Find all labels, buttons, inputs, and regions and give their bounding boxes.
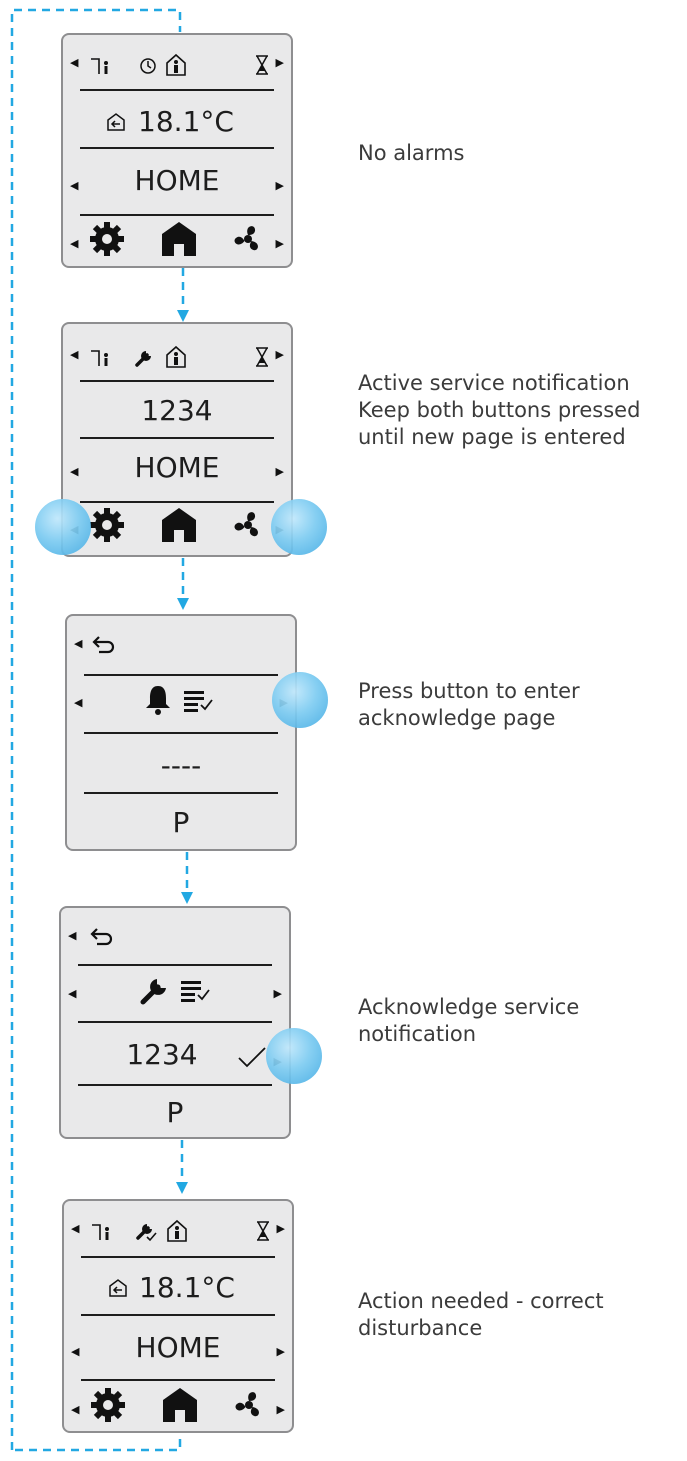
hourglass-icon bbox=[257, 1221, 269, 1241]
left-arrow[interactable]: ◀ bbox=[68, 987, 77, 1000]
home-icon[interactable] bbox=[161, 1386, 199, 1422]
left-arrow[interactable]: ◀ bbox=[68, 929, 77, 942]
divider bbox=[80, 214, 274, 216]
divider bbox=[80, 380, 274, 382]
left-arrow[interactable]: ◀ bbox=[71, 1403, 80, 1416]
wrench-icon bbox=[135, 351, 151, 367]
divider bbox=[80, 437, 274, 439]
alarm-value: ---- bbox=[160, 749, 202, 782]
temperature-value: 18.1°C bbox=[138, 105, 234, 138]
divider bbox=[81, 1314, 275, 1316]
mode-label: HOME bbox=[135, 1331, 221, 1364]
door-person-icon bbox=[92, 1224, 109, 1240]
right-arrow[interactable]: ▶ bbox=[275, 348, 284, 361]
divider bbox=[78, 1021, 272, 1023]
right-arrow[interactable]: ▶ bbox=[276, 1403, 285, 1416]
step-note-3: Press button to enter acknowledge page bbox=[358, 679, 580, 730]
step-note-1: No alarms bbox=[358, 141, 465, 165]
divider bbox=[84, 674, 278, 676]
mode-label: P bbox=[166, 1096, 184, 1129]
display-panel-4: ◀ ◀ ▶ 1234 ▶ P bbox=[59, 906, 291, 1139]
ack-list-icon bbox=[181, 981, 210, 1002]
right-arrow[interactable]: ▶ bbox=[275, 56, 284, 69]
door-person-icon bbox=[91, 58, 108, 74]
house-person-icon bbox=[166, 345, 186, 368]
divider bbox=[78, 1084, 272, 1086]
display-panel-3: ◀ ◀ ▶ ---- P bbox=[65, 614, 297, 851]
divider bbox=[80, 89, 274, 91]
bell-icon bbox=[146, 686, 170, 715]
left-arrow[interactable]: ◀ bbox=[71, 1222, 80, 1235]
divider bbox=[84, 732, 278, 734]
right-arrow[interactable]: ▶ bbox=[276, 1222, 285, 1235]
house-person-icon bbox=[167, 1219, 187, 1242]
fan-icon[interactable] bbox=[231, 1387, 267, 1423]
left-arrow[interactable]: ◀ bbox=[74, 696, 83, 709]
wrench-icon bbox=[140, 979, 166, 1005]
fan-icon[interactable] bbox=[230, 221, 266, 257]
divider bbox=[81, 1379, 275, 1381]
press-indicator-right bbox=[271, 499, 327, 555]
press-indicator-left bbox=[35, 499, 91, 555]
right-arrow[interactable]: ▶ bbox=[273, 987, 282, 1000]
press-indicator-right bbox=[266, 1028, 322, 1084]
right-arrow[interactable]: ▶ bbox=[275, 179, 284, 192]
left-arrow[interactable]: ◀ bbox=[70, 348, 79, 361]
exhaust-air-icon bbox=[109, 1279, 127, 1297]
service-code: 1234 bbox=[126, 1038, 198, 1071]
right-arrow[interactable]: ▶ bbox=[275, 237, 284, 250]
step-note-2: Active service notification Keep both bu… bbox=[358, 371, 641, 449]
left-arrow[interactable]: ◀ bbox=[74, 637, 83, 650]
divider bbox=[80, 501, 274, 503]
hourglass-icon bbox=[256, 55, 268, 75]
door-person-icon bbox=[91, 350, 108, 366]
left-arrow[interactable]: ◀ bbox=[70, 237, 79, 250]
mode-label: P bbox=[172, 806, 190, 839]
divider bbox=[84, 792, 278, 794]
gear-icon[interactable] bbox=[89, 507, 125, 543]
wrench-check-icon bbox=[136, 1224, 157, 1242]
divider bbox=[78, 964, 272, 966]
step-note-5: Action needed - correct disturbance bbox=[358, 1289, 604, 1340]
left-arrow[interactable]: ◀ bbox=[70, 56, 79, 69]
home-icon[interactable] bbox=[160, 220, 198, 256]
back-icon bbox=[92, 636, 115, 654]
display-panel-2: ◀ ▶ 1234 ◀ HOME ▶ ◀ ▶ bbox=[61, 322, 293, 557]
home-icon[interactable] bbox=[160, 506, 198, 542]
press-indicator-right bbox=[272, 672, 328, 728]
right-arrow[interactable]: ▶ bbox=[276, 1345, 285, 1358]
left-arrow[interactable]: ◀ bbox=[71, 1345, 80, 1358]
left-arrow[interactable]: ◀ bbox=[70, 465, 79, 478]
exhaust-air-icon bbox=[107, 113, 125, 131]
hourglass-icon bbox=[256, 347, 268, 367]
display-panel-5: ◀ ▶ 18.1°C ◀ HOME ▶ ◀ bbox=[62, 1199, 294, 1433]
ack-list-icon bbox=[184, 691, 213, 712]
house-person-icon bbox=[166, 53, 186, 76]
check-icon[interactable] bbox=[237, 1046, 267, 1068]
display-panel-1: ◀ ▶ 18.1°C ◀ HOME ▶ ◀ ▶ bbox=[61, 33, 293, 268]
left-arrow[interactable]: ◀ bbox=[70, 179, 79, 192]
temperature-value: 18.1°C bbox=[139, 1271, 235, 1304]
gear-icon[interactable] bbox=[89, 221, 125, 257]
mode-label: HOME bbox=[134, 451, 220, 484]
right-arrow[interactable]: ▶ bbox=[275, 465, 284, 478]
gear-icon[interactable] bbox=[90, 1387, 126, 1423]
service-code: 1234 bbox=[141, 394, 213, 427]
divider bbox=[80, 147, 274, 149]
clock-icon bbox=[140, 58, 156, 74]
divider bbox=[81, 1256, 275, 1258]
back-icon bbox=[90, 928, 113, 946]
mode-label: HOME bbox=[134, 164, 220, 197]
step-note-4: Acknowledge service notification bbox=[358, 995, 580, 1046]
fan-icon[interactable] bbox=[230, 507, 266, 543]
